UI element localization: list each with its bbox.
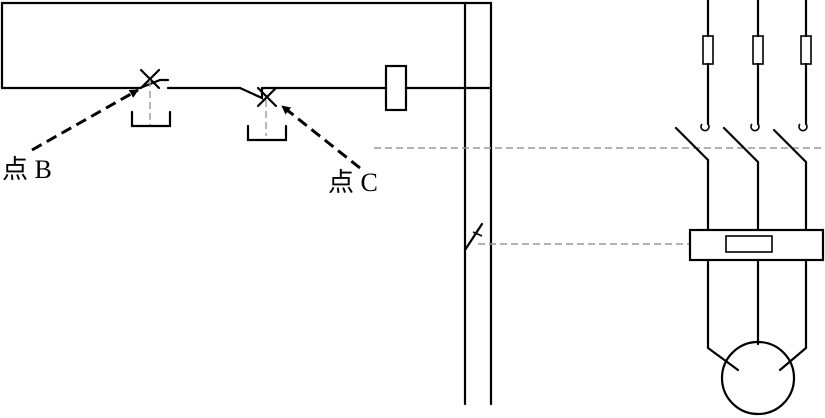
fuse-3 — [800, 35, 812, 65]
pointer-b-arrow-icon — [31, 88, 139, 152]
pointer-b — [31, 88, 139, 152]
power-circuit — [674, 0, 825, 416]
thermal-relay — [688, 228, 825, 262]
thermal-relay-actuator — [725, 235, 773, 253]
limit-marker-c-icon — [256, 86, 278, 108]
contactor-coil — [384, 64, 408, 112]
pointer-c-arrow-icon — [281, 104, 361, 170]
auxiliary-contact — [463, 222, 484, 252]
control-rung — [0, 64, 493, 112]
pointer-c — [281, 104, 361, 170]
limit-switch-c — [246, 86, 288, 142]
control-circuit-frame — [0, 1, 493, 406]
limit-marker-b-icon — [139, 68, 161, 90]
label-point-c: 点 C — [328, 168, 378, 197]
label-point-b: 点 B — [2, 155, 52, 184]
motor — [720, 340, 796, 416]
fuse-2 — [752, 35, 764, 65]
fuse-1 — [702, 35, 714, 65]
limit-switch-b — [130, 68, 172, 128]
